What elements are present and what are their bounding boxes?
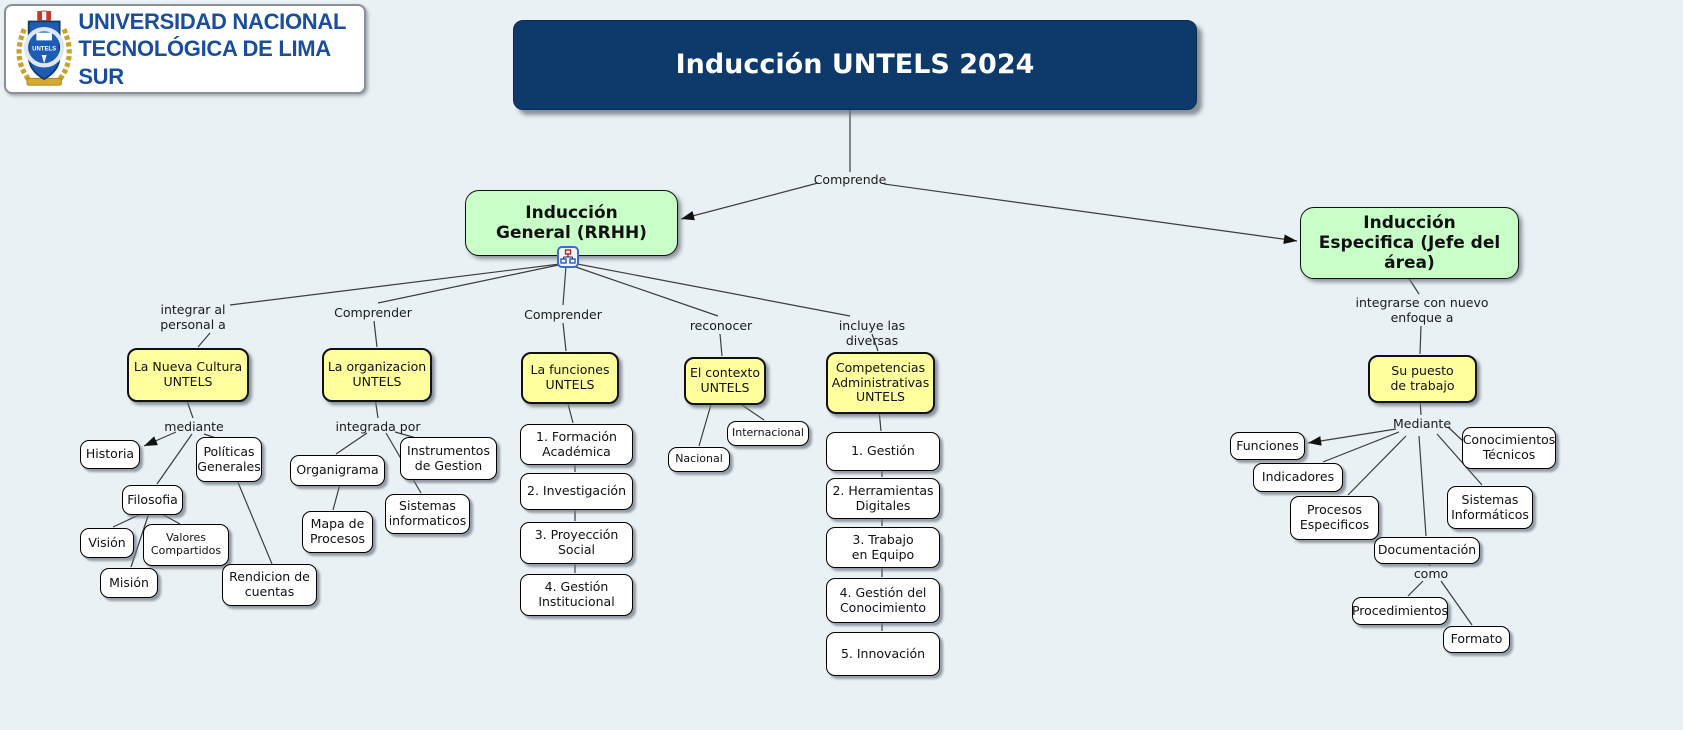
link-label-mediante-der[interactable]: Mediante [1392,416,1452,431]
leaf-node-mision[interactable]: Misión [100,568,158,598]
link-label-comprende[interactable]: Comprende [813,172,887,187]
leaf-node-valores[interactable]: Valores Compartidos [143,524,229,566]
leaf-node-rendicion[interactable]: Rendicion de cuentas [222,564,317,606]
leaf-node-documentacion[interactable]: Documentación [1374,537,1480,564]
branch-node-induccion-especifica[interactable]: Inducción Especifica (Jefe del área) [1300,207,1519,279]
leaf-node-formato[interactable]: Formato [1443,626,1510,653]
link-label-integrar-al[interactable]: integrar al personal a [160,302,226,332]
topic-node-su-puesto[interactable]: Su puesto de trabajo [1368,355,1477,403]
leaf-node-instrumentos[interactable]: Instrumentos de Gestion [400,437,497,480]
link-label-reconocer[interactable]: reconocer [689,318,753,333]
leaf-node-funciones[interactable]: Funciones [1230,432,1305,460]
leaf-node-sistemas-informaticos[interactable]: Sistemas informaticos [385,494,470,534]
leaf-node-gestion-conocimiento[interactable]: 4. Gestión del Conocimiento [826,578,940,623]
topic-node-competencias[interactable]: Competencias Administrativas UNTELS [826,352,935,414]
leaf-node-procedimientos[interactable]: Procedimientos [1352,597,1448,625]
leaf-node-gestion[interactable]: 1. Gestión [826,432,940,471]
leaf-node-trabajo-en-equipo[interactable]: 3. Trabajo en Equipo [826,527,940,568]
topic-node-funciones[interactable]: La funciones UNTELS [521,352,619,404]
leaf-node-investigacion[interactable]: 2. Investigación [520,473,633,510]
link-label-comprender-2[interactable]: Comprender [524,307,602,322]
link-label-integrada-por[interactable]: integrada por [335,419,421,434]
university-name-line1: UNIVERSIDAD NACIONAL [78,8,347,34]
topic-node-organizacion[interactable]: La organizacion UNTELS [322,348,432,402]
leaf-node-historia[interactable]: Historia [80,440,140,469]
branch-node-induccion-general[interactable]: Inducción General (RRHH) [465,190,678,256]
leaf-node-innovacion[interactable]: 5. Innovación [826,632,940,676]
leaf-node-formacion-academica[interactable]: 1. Formación Académica [520,424,633,465]
university-name: UNIVERSIDAD NACIONAL TECNOLÓGICA DE LIMA… [78,8,364,91]
leaf-node-nacional[interactable]: Nacional [668,447,730,472]
leaf-node-conocimientos-tecnicos[interactable]: Conocimientos Técnicos [1462,427,1556,469]
university-name-line2: TECNOLÓGICA DE LIMA SUR [78,36,331,89]
leaf-node-gestion-institucional[interactable]: 4. Gestión Institucional [520,574,633,616]
svg-text:UNTELS: UNTELS [32,47,56,53]
leaf-node-sistemas-informaticos-der[interactable]: Sistemas Informáticos [1447,486,1533,529]
leaf-node-mapa-procesos[interactable]: Mapa de Procesos [302,511,373,553]
link-label-incluye[interactable]: incluye las diversas [838,318,906,348]
leaf-node-vision[interactable]: Visión [80,528,134,558]
leaf-node-filosofia[interactable]: Filosofia [122,485,183,515]
link-label-comprender-1[interactable]: Comprender [334,305,412,320]
leaf-node-proyeccion-social[interactable]: 3. Proyección Social [520,522,633,564]
leaf-node-internacional[interactable]: Internacional [727,421,809,446]
leaf-node-indicadores[interactable]: Indicadores [1253,463,1343,492]
topic-node-contexto[interactable]: El contexto UNTELS [684,357,766,405]
link-label-integrarse[interactable]: integrarse con nuevo enfoque a [1355,295,1489,325]
topic-node-nueva-cultura[interactable]: La Nueva Cultura UNTELS [127,348,249,402]
university-crest-icon: UNTELS [16,10,72,86]
university-logo: UNTELS UNIVERSIDAD NACIONAL TECNOLÓGICA … [4,4,366,94]
link-label-como[interactable]: como [1413,566,1449,581]
resource-orgchart-icon[interactable] [557,246,579,268]
root-node-induccion-untels-2024[interactable]: Inducción UNTELS 2024 [513,20,1197,110]
leaf-node-politicas[interactable]: Políticas Generales [196,437,262,482]
leaf-node-procesos-especificos[interactable]: Procesos Especificos [1290,496,1379,540]
leaf-node-herramientas-digitales[interactable]: 2. Herramientas Digitales [826,478,940,519]
link-label-mediante-izq[interactable]: mediante [164,419,224,434]
leaf-node-organigrama[interactable]: Organigrama [290,455,385,486]
